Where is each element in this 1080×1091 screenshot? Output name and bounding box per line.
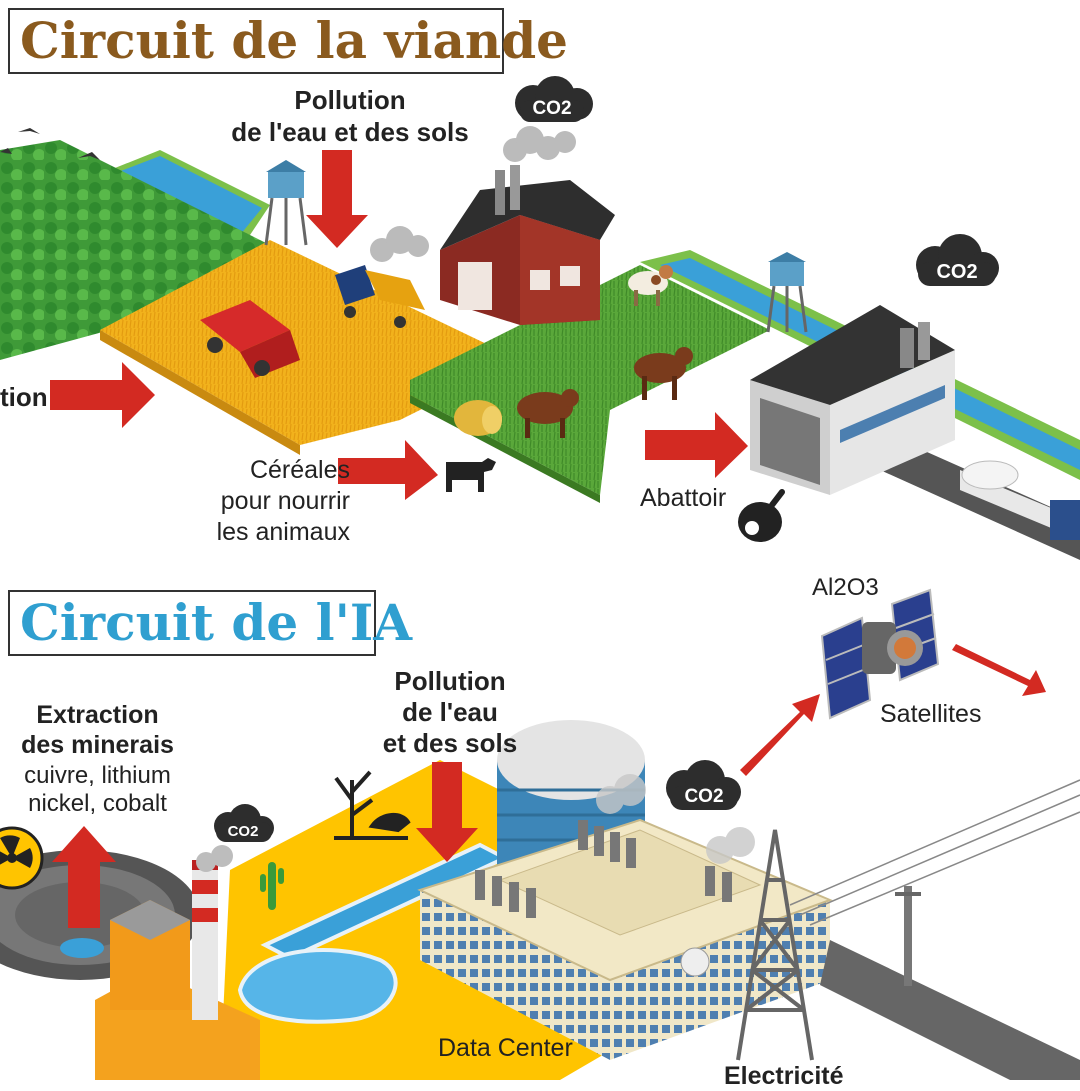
ai-pollution-label: Pollution de l'eau et des sols: [360, 666, 540, 759]
power-lines: [789, 779, 1080, 926]
extraction-line-1: Extraction: [36, 701, 159, 729]
slaughterhouse-label: Abattoir: [640, 484, 727, 512]
left-cut-label: tion: [0, 382, 48, 412]
arrow-pollution-ai: [416, 762, 478, 862]
smoke-cloud: [196, 845, 233, 872]
water-tower-icon: [766, 252, 808, 333]
ai-pollution-line-1: Pollution: [394, 666, 506, 696]
arrow-extraction: [52, 826, 116, 928]
arrow-entry-meat: [50, 362, 155, 428]
cereals-label: Céréales pour nourrir les animaux: [160, 455, 350, 548]
co2-cloud-icon: CO2: [916, 234, 999, 286]
co2-cloud-icon: CO2: [515, 76, 593, 122]
pool: [237, 842, 510, 1024]
smoke-cloud: [370, 226, 429, 262]
satellite-icon: [820, 588, 940, 720]
satellites-label: Satellites: [880, 700, 982, 728]
co2-label: CO2: [532, 98, 571, 119]
arrow-to-satellite: [740, 694, 820, 776]
cow-silhouette-icon: [446, 458, 496, 492]
data-center-label: Data Center: [438, 1034, 573, 1062]
alumina-label: Al2O3: [812, 574, 879, 601]
co2-label: CO2: [684, 786, 723, 807]
barn-icon: [440, 165, 615, 325]
meat-circuit-title: Circuit de la viande: [8, 8, 568, 74]
electricity-label: Electricité: [724, 1062, 844, 1090]
meat-leg-icon: [738, 489, 785, 542]
dead-tree-fish-icon: [334, 770, 411, 840]
transmission-tower-icon: [736, 829, 814, 1061]
arrow-from-satellite: [952, 644, 1046, 696]
extraction-label: Extraction des minerais: [0, 700, 195, 760]
utility-pole-icon: [895, 886, 921, 986]
slaughterhouse-building-icon: [750, 305, 955, 495]
smoke-cloud: [503, 126, 576, 162]
road: [880, 440, 1080, 560]
ai-pollution-line-3: et des sols: [382, 728, 518, 758]
radiation-icon: [0, 826, 44, 890]
cereals-line-2: pour nourrir: [220, 487, 350, 515]
cow-icon: [517, 389, 579, 438]
ai-pollution-line-2: de l'eau: [402, 697, 498, 727]
cereals-line-3: les animaux: [216, 518, 350, 546]
minerals-line-2: nickel, cobalt: [28, 790, 167, 817]
cow-icon: [628, 265, 673, 306]
smoke-cloud: [596, 774, 755, 864]
extraction-line-2: des minerais: [21, 731, 174, 759]
road: [820, 940, 1080, 1080]
arrow-cereals: [338, 440, 438, 500]
cereals-line-1: Céréales: [249, 456, 350, 484]
co2-cloud-icon: CO2: [666, 760, 741, 810]
meat-pollution-line-2: de l'eau et des sols: [231, 117, 469, 147]
cow-icon: [634, 347, 693, 400]
meat-pollution-line-1: Pollution: [294, 85, 406, 115]
grain-truck-icon: [335, 265, 425, 328]
cactus-icon: [260, 862, 284, 910]
minerals-label: cuivre, lithium nickel, cobalt: [0, 762, 195, 818]
ai-circuit-title: Circuit de l'IA: [8, 590, 412, 656]
forest: [0, 140, 270, 360]
water-tower-icon: [264, 160, 308, 246]
tanker-truck-icon: [960, 460, 1080, 540]
birds-icon: [0, 128, 100, 160]
co2-cloud-icon: CO2: [214, 804, 274, 842]
co2-label: CO2: [228, 823, 259, 840]
hay-bale-icon: [454, 400, 502, 436]
arrow-to-slaughterhouse: [645, 412, 748, 478]
arrow-pollution-meat: [306, 150, 368, 248]
co2-label: CO2: [936, 261, 977, 283]
power-plant-icon: [95, 860, 260, 1080]
combine-harvester-icon: [200, 300, 300, 378]
meat-pollution-label: Pollution de l'eau et des sols: [200, 84, 500, 148]
minerals-line-1: cuivre, lithium: [24, 762, 171, 789]
